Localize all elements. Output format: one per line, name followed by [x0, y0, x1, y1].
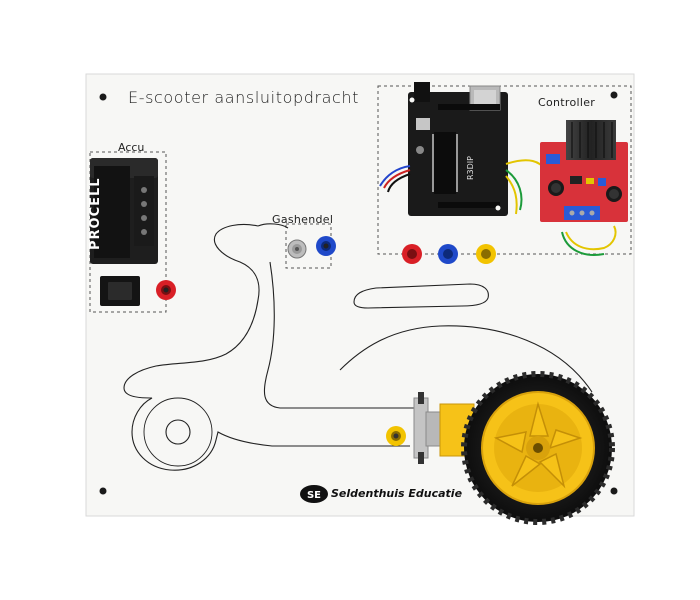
brand-name: Seldenthuis Educatie [331, 487, 463, 500]
brand-logo-icon: SE [300, 485, 328, 503]
yellow-socket-motor [386, 426, 406, 446]
brand-logo-text: SE [307, 490, 321, 501]
jumper-wires [379, 159, 617, 256]
red-socket-accu [156, 280, 176, 300]
controller-sockets [402, 244, 496, 264]
mounting-holes [99, 91, 618, 495]
battery-brand-text: PROCELL [88, 177, 103, 250]
wheel [461, 371, 615, 525]
battery-9v [90, 158, 158, 264]
power-switch [100, 276, 140, 306]
label-controller: Controller [538, 96, 596, 109]
potentiometer [287, 239, 307, 259]
scooter-outline [123, 223, 593, 471]
motor-driver-board [540, 120, 628, 222]
page-title: E-scooter aansluitopdracht [128, 88, 360, 107]
label-gashendel: Gashendel [272, 213, 334, 226]
label-accu: Accu [118, 141, 145, 154]
arduino-board [408, 82, 508, 216]
blue-socket-gashendel [316, 236, 336, 256]
arduino-marking-text: R3DIP [466, 156, 475, 180]
